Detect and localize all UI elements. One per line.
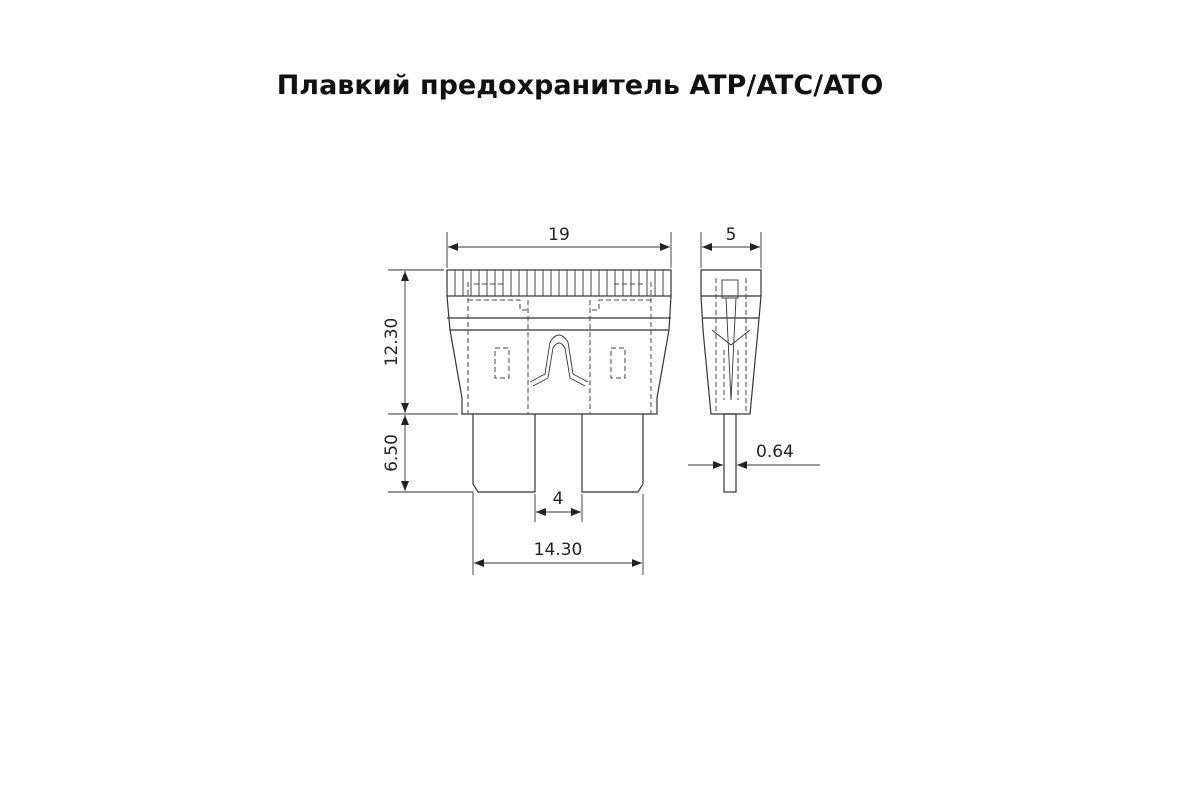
- dim-height-blade: 6.50: [382, 434, 402, 472]
- side-view: [700, 269, 762, 493]
- page-title: Плавкий предохранитель ATP/ATC/ATO: [276, 70, 884, 101]
- front-view: [446, 269, 672, 493]
- dimension-lines: [388, 232, 820, 575]
- dim-width-top: 19: [548, 225, 570, 245]
- dim-blade-gap: 4: [553, 489, 564, 509]
- dim-height-body: 12.30: [382, 318, 402, 367]
- dim-thickness: 5: [726, 225, 737, 245]
- dim-blade-thickness: 0.64: [756, 442, 794, 462]
- dim-blade-span: 14.30: [534, 540, 583, 560]
